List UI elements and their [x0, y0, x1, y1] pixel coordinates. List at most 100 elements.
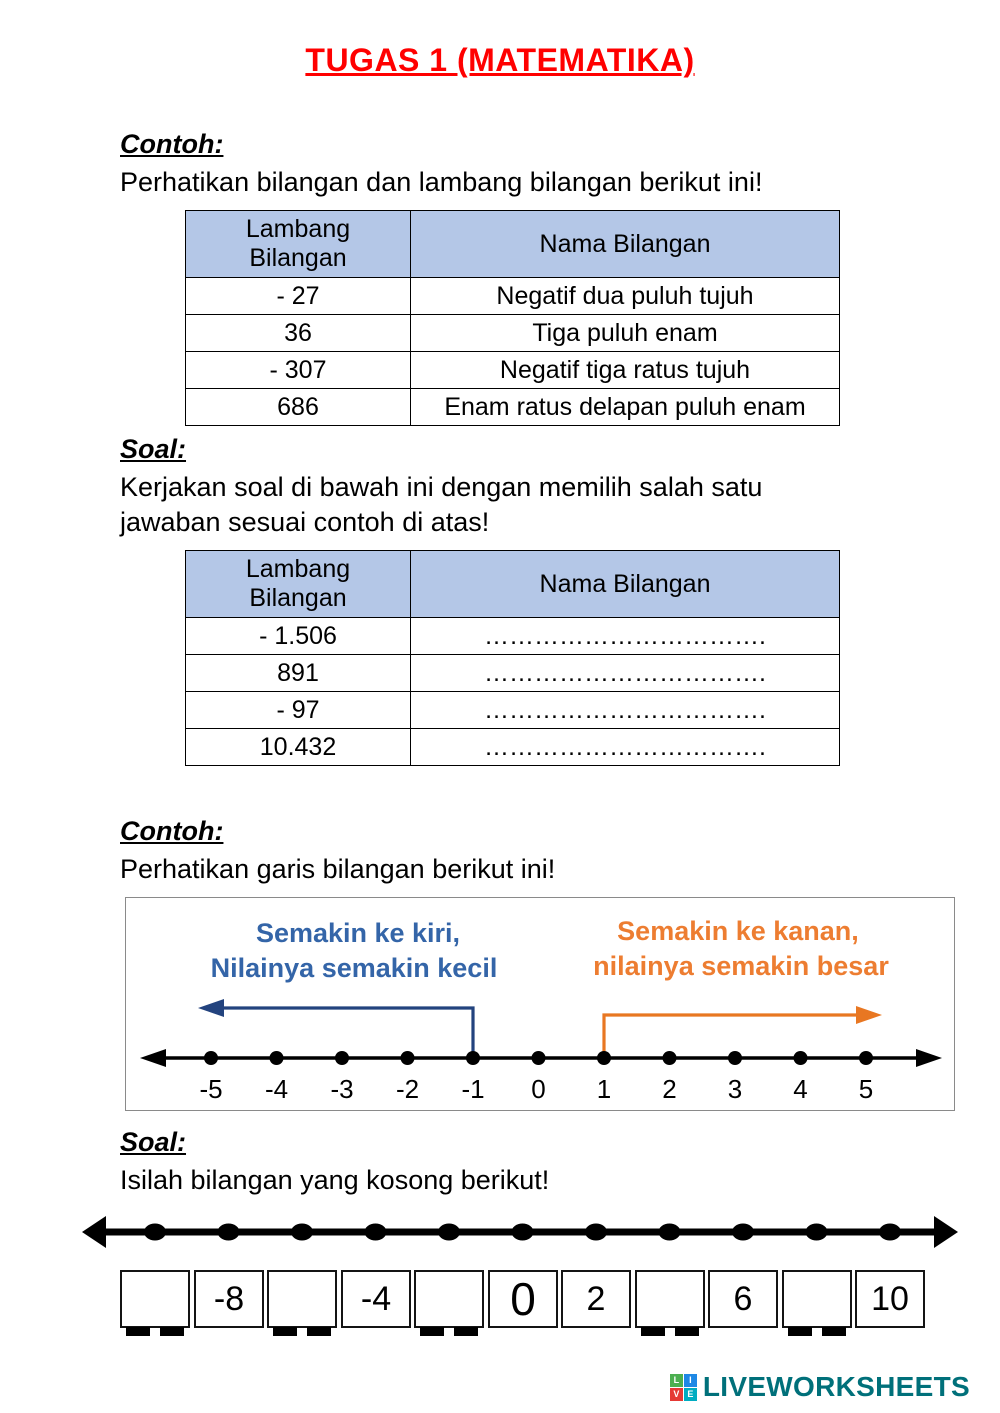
- answer-box[interactable]: [782, 1270, 852, 1337]
- table-row: - 97 …………………………….: [185, 691, 840, 730]
- number-box: 6: [708, 1270, 778, 1329]
- right-arrow: [602, 1013, 858, 1053]
- header-lambang: Lambang Bilangan: [185, 210, 411, 279]
- tick-label: 0: [531, 1074, 545, 1104]
- answer-field[interactable]: …………………………….: [410, 728, 840, 767]
- logo-tile: V: [669, 1387, 683, 1401]
- logo-tile: L: [669, 1373, 683, 1387]
- number-box-value: -8: [213, 1279, 245, 1318]
- number-box-value: 6: [733, 1279, 753, 1318]
- answer-box[interactable]: [267, 1270, 337, 1337]
- dot: [466, 1051, 480, 1066]
- tick-label: -2: [396, 1074, 419, 1104]
- answer-box[interactable]: [120, 1270, 190, 1337]
- dot: [859, 1051, 873, 1066]
- number-box-value: 0: [510, 1273, 536, 1326]
- dot: [597, 1051, 611, 1066]
- tick-label: -3: [330, 1074, 353, 1104]
- soal-heading: Soal:: [120, 434, 187, 465]
- right-arrow-head: [856, 1006, 882, 1025]
- page-title: TUGAS 1 (MATEMATIKA): [305, 42, 695, 78]
- lambang-cell: - 1.506: [185, 617, 411, 656]
- table-row: 686 Enam ratus delapan puluh enam: [185, 388, 840, 427]
- worksheet-page: TUGAS 1 (MATEMATIKA) Contoh: Perhatikan …: [80, 42, 980, 1358]
- header-nama: Nama Bilangan: [410, 550, 840, 619]
- answer-dash: [126, 1327, 184, 1337]
- number-line-example-figure: Semakin ke kiri, Nilainya semakin kecil …: [125, 897, 955, 1112]
- example-intro: Perhatikan bilangan dan lambang bilangan…: [120, 167, 763, 197]
- dot: [662, 1051, 677, 1066]
- number-box-value: 10: [871, 1279, 909, 1318]
- table-row: 891 …………………………….: [185, 654, 840, 693]
- answer-field[interactable]: …………………………….: [410, 654, 840, 693]
- tick-label: 2: [662, 1074, 676, 1104]
- logo-tile: E: [683, 1387, 697, 1401]
- table-row: 36 Tiga puluh enam: [185, 314, 840, 353]
- task-table: Lambang Bilangan Nama Bilangan - 1.506 ……: [185, 550, 840, 767]
- nama-cell: Tiga puluh enam: [410, 314, 840, 353]
- dot: [531, 1051, 546, 1066]
- table-row: 10.432 …………………………….: [185, 728, 840, 767]
- answer-field[interactable]: …………………………….: [410, 691, 840, 730]
- number-box: 0: [488, 1270, 558, 1329]
- lambang-cell: - 307: [185, 351, 411, 390]
- dot: [658, 1223, 681, 1241]
- tick-label: -5: [199, 1074, 222, 1104]
- number-box: 10: [855, 1270, 925, 1329]
- number-box: 2: [561, 1270, 631, 1329]
- number-line-example-svg: Semakin ke kiri, Nilainya semakin kecil …: [140, 916, 942, 1104]
- left-arrow: [222, 1006, 475, 1053]
- dot: [438, 1223, 460, 1241]
- liveworksheets-logo[interactable]: L I V E LIVEWORKSHEETS: [669, 1371, 970, 1403]
- lambang-cell: - 27: [185, 277, 411, 316]
- right-note-line2: nilainya semakin besar: [593, 951, 889, 981]
- table-row: - 307 Negatif tiga ratus tujuh: [185, 351, 840, 390]
- answer-dash: [420, 1327, 478, 1337]
- number-box-value: -4: [360, 1279, 392, 1318]
- lambang-cell: 891: [185, 654, 411, 693]
- dot: [269, 1051, 284, 1066]
- lambang-cell: 686: [185, 388, 411, 427]
- liveworksheets-logo-icon: L I V E: [669, 1373, 697, 1401]
- dot: [204, 1051, 218, 1066]
- table-header-row: Lambang Bilangan Nama Bilangan: [185, 550, 840, 619]
- lambang-cell: 36: [185, 314, 411, 353]
- left-arrow-head: [198, 999, 224, 1018]
- example2-heading: Contoh:: [120, 816, 224, 847]
- example-table: Lambang Bilangan Nama Bilangan - 27 Nega…: [185, 210, 840, 427]
- answer-dash: [273, 1327, 331, 1337]
- answer-dash: [641, 1327, 699, 1337]
- answer-box[interactable]: [414, 1270, 484, 1337]
- dot: [585, 1223, 607, 1241]
- answer-box[interactable]: [635, 1270, 705, 1337]
- number-line-task-figure: -8 -4 0 2 6 10: [80, 1210, 980, 1358]
- dot: [793, 1051, 808, 1066]
- dot: [732, 1223, 754, 1241]
- tick-label: -1: [461, 1074, 484, 1104]
- soal-intro: Kerjakan soal di bawah ini dengan memili…: [120, 472, 763, 538]
- table-header-row: Lambang Bilangan Nama Bilangan: [185, 210, 840, 279]
- example2-intro: Perhatikan garis bilangan berikut ini!: [120, 854, 556, 885]
- header-nama: Nama Bilangan: [410, 210, 840, 279]
- number-box: -8: [194, 1270, 264, 1329]
- nama-cell: Enam ratus delapan puluh enam: [410, 388, 840, 427]
- tick-label: 1: [597, 1074, 611, 1104]
- lambang-cell: - 97: [185, 691, 411, 730]
- tick-label: -4: [265, 1074, 288, 1104]
- answer-dash: [788, 1327, 846, 1337]
- task-line-left-head: [82, 1216, 106, 1249]
- right-note-line1: Semakin ke kanan,: [617, 916, 859, 946]
- soal2-heading: Soal:: [120, 1127, 187, 1158]
- table-row: - 27 Negatif dua puluh tujuh: [185, 277, 840, 316]
- nama-cell: Negatif tiga ratus tujuh: [410, 351, 840, 390]
- dot: [728, 1051, 742, 1066]
- header-lambang: Lambang Bilangan: [185, 550, 411, 619]
- dot: [511, 1223, 534, 1241]
- tick-label: 4: [793, 1074, 807, 1104]
- dot: [879, 1223, 901, 1241]
- number-box-value: 2: [586, 1279, 606, 1318]
- tick-label: 3: [728, 1074, 742, 1104]
- answer-field[interactable]: …………………………….: [410, 617, 840, 656]
- nama-cell: Negatif dua puluh tujuh: [410, 277, 840, 316]
- tick-label: 5: [859, 1074, 873, 1104]
